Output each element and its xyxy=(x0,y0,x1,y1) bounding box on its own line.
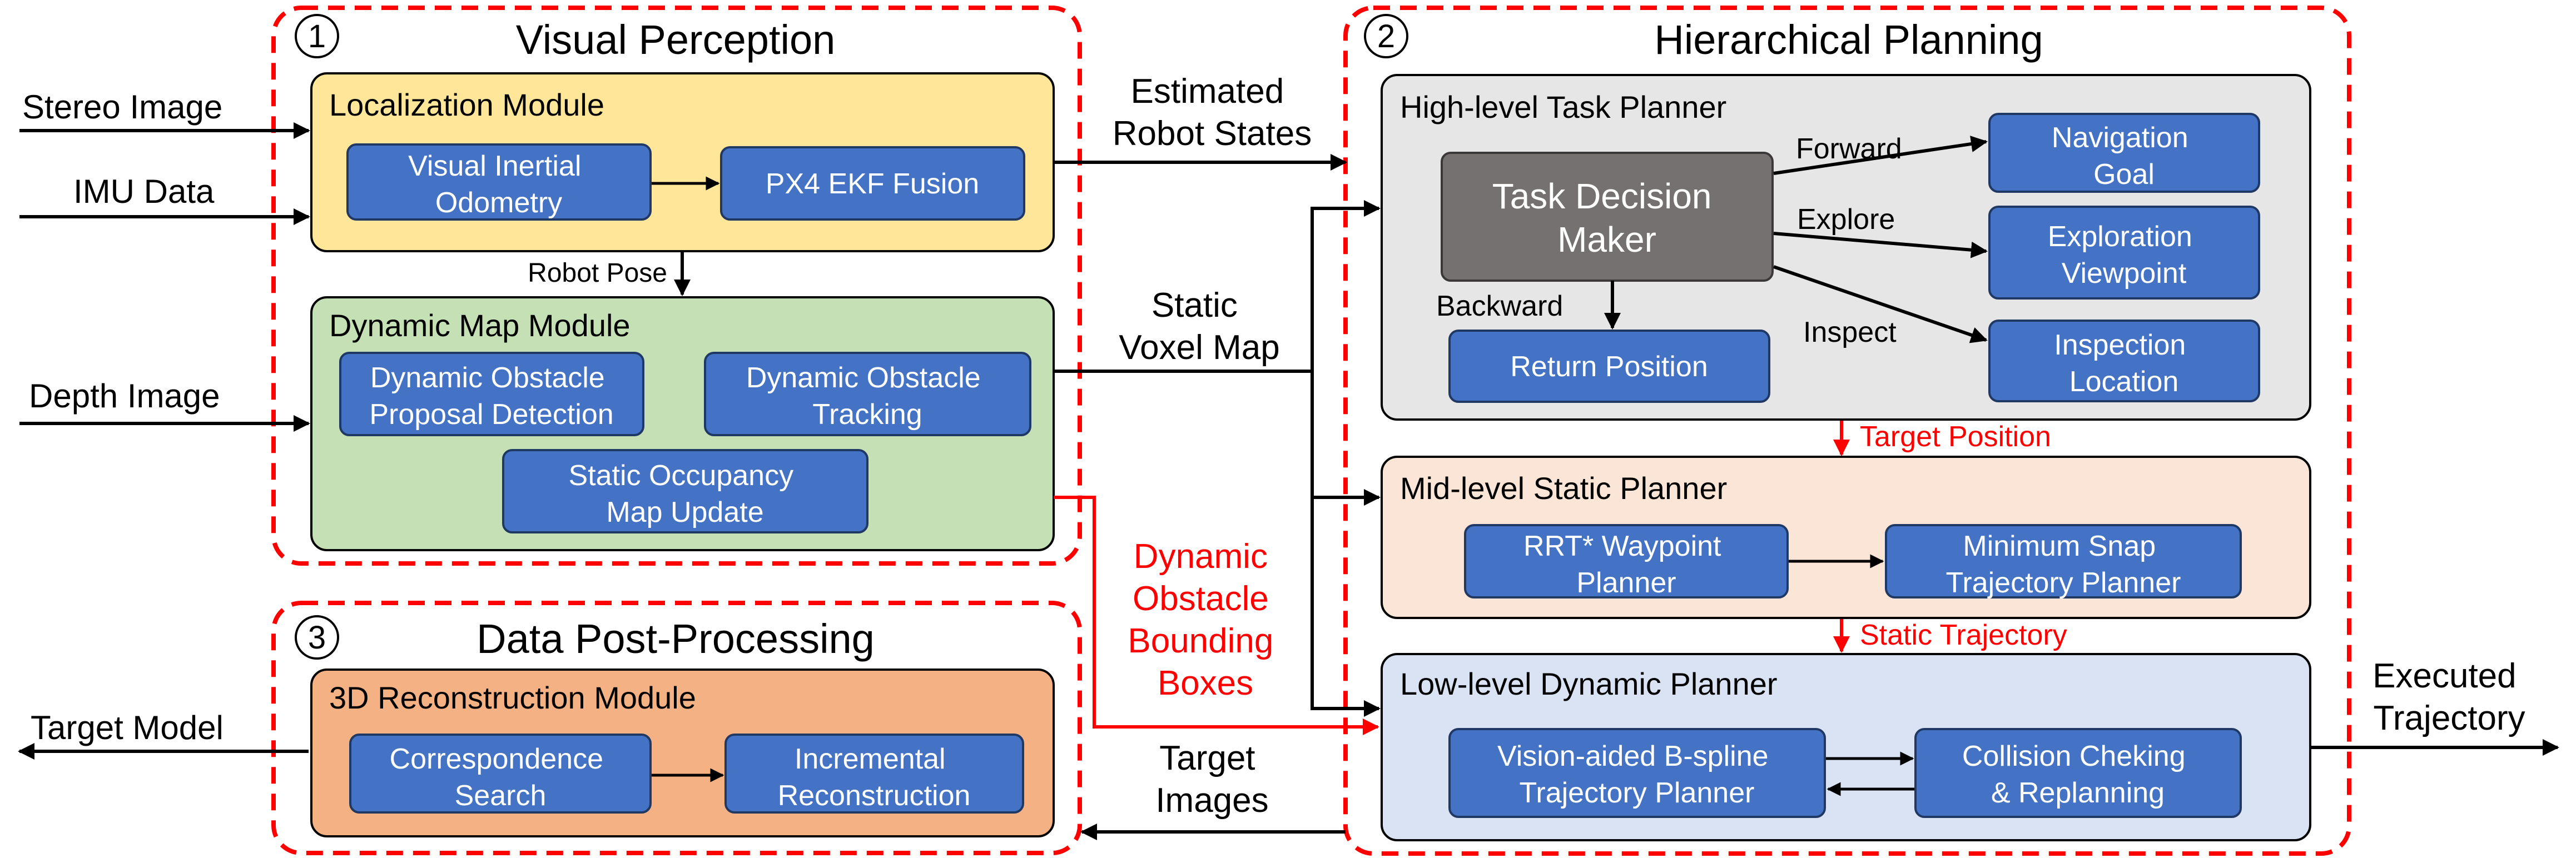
forward-arrow xyxy=(1773,136,1988,175)
target-images-label: Target Images xyxy=(1155,739,1268,820)
collision-checking-box xyxy=(1914,728,2242,818)
dynamic-obstacle-boxes-arrow xyxy=(1054,496,1379,735)
static-occupancy-label: Static Occupancy Map Update xyxy=(568,460,801,528)
group-number-3: 3 xyxy=(308,620,326,656)
imu-data-label: IMU Data xyxy=(73,173,215,210)
task-decision-maker-label: Task Decision Maker xyxy=(1492,176,1722,260)
inspect-label: Inspect xyxy=(1803,316,1897,348)
minimum-snap-planner-box xyxy=(1885,524,2242,598)
backward-label: Backward xyxy=(1436,290,1563,322)
inspect-arrow xyxy=(1773,265,1988,343)
dynamic-obstacle-bounding-boxes-label: Dynamic Obstacle Bounding Boxes xyxy=(1128,537,1283,702)
target-position-label: Target Position xyxy=(1860,421,2051,453)
rrt-waypoint-planner-box xyxy=(1464,524,1789,598)
correspondence-search-box xyxy=(349,734,652,814)
return-position-label: Return Position xyxy=(1510,351,1708,383)
localization-module-title: Localization Module xyxy=(329,87,604,122)
visual-perception-title: Visual Perception xyxy=(516,17,836,63)
incremental-reconstruction-label: Incremental Reconstruction xyxy=(778,743,971,812)
group-number-circle-3 xyxy=(295,615,339,660)
group-number-circle-2 xyxy=(1364,14,1408,58)
dynamic-obstacle-tracking-box xyxy=(704,352,1031,436)
incremental-reconstruction-box xyxy=(724,734,1024,814)
visual-perception-group xyxy=(271,6,1082,566)
executed-trajectory-label: Executed Trajectory xyxy=(2372,657,2526,737)
dynamic-obstacle-proposal-label: Dynamic Obstacle Proposal Detection xyxy=(369,362,613,431)
dynamic-obstacle-tracking-label: Dynamic Obstacle Tracking xyxy=(746,362,989,431)
hierarchical-planning-group xyxy=(1343,6,2351,856)
navigation-goal-box xyxy=(1988,113,2260,193)
inspection-location-label: Inspection Location xyxy=(2054,329,2194,398)
visual-inertial-odometry-box xyxy=(346,143,652,221)
exploration-viewpoint-box xyxy=(1988,206,2260,300)
return-position-box xyxy=(1448,330,1770,403)
collision-checking-label: Collision Cheking & Replanning xyxy=(1962,740,2193,809)
inspection-location-box xyxy=(1988,320,2260,402)
target-model-label: Target Model xyxy=(31,709,224,746)
exploration-viewpoint-label: Exploration Viewpoint xyxy=(2048,221,2201,290)
visual-inertial-odometry-label: Visual Inertial Odometry xyxy=(408,150,589,219)
hierarchical-planning-title: Hierarchical Planning xyxy=(1654,17,2043,63)
px4-ekf-fusion-box xyxy=(720,146,1025,221)
mid-level-static-planner-title: Mid-level Static Planner xyxy=(1400,471,1727,506)
data-post-processing-group xyxy=(271,601,1082,855)
static-occupancy-box xyxy=(502,449,868,533)
vision-aided-bspline-label: Vision-aided B-spline Trajectory Planner xyxy=(1497,740,1776,809)
group-number-1: 1 xyxy=(308,18,326,54)
data-post-processing-title: Data Post-Processing xyxy=(477,616,875,662)
forward-label: Forward xyxy=(1796,133,1902,165)
estimated-robot-states-label: Estimated Robot States xyxy=(1113,72,1312,153)
correspondence-search-label: Correspondence Search xyxy=(390,743,612,812)
minimum-snap-planner-label: Minimum Snap Trajectory Planner xyxy=(1946,530,2181,599)
static-trajectory-label: Static Trajectory xyxy=(1860,619,2067,651)
navigation-goal-label: Navigation Goal xyxy=(2052,122,2196,191)
high-level-task-planner-title: High-level Task Planner xyxy=(1400,89,1726,124)
vision-aided-bspline-box xyxy=(1448,728,1826,818)
depth-image-label: Depth Image xyxy=(29,377,220,415)
group-number-2: 2 xyxy=(1377,18,1395,54)
static-voxel-map-label: Static Voxel Map xyxy=(1119,286,1280,367)
px4-ekf-fusion-label: PX4 EKF Fusion xyxy=(766,168,979,200)
dynamic-map-module-title: Dynamic Map Module xyxy=(329,308,631,343)
explore-label: Explore xyxy=(1797,203,1895,236)
low-level-dynamic-planner-title: Low-level Dynamic Planner xyxy=(1400,666,1778,701)
robot-pose-label: Robot Pose xyxy=(528,258,667,288)
stereo-image-label: Stereo Image xyxy=(22,88,222,126)
dynamic-obstacle-proposal-box xyxy=(339,352,644,436)
rrt-waypoint-planner-label: RRT* Waypoint Planner xyxy=(1523,530,1729,599)
explore-arrow xyxy=(1773,232,1988,258)
task-decision-maker-box xyxy=(1441,152,1774,282)
reconstruction-module-title: 3D Reconstruction Module xyxy=(329,680,696,715)
group-number-circle-1 xyxy=(295,14,339,58)
